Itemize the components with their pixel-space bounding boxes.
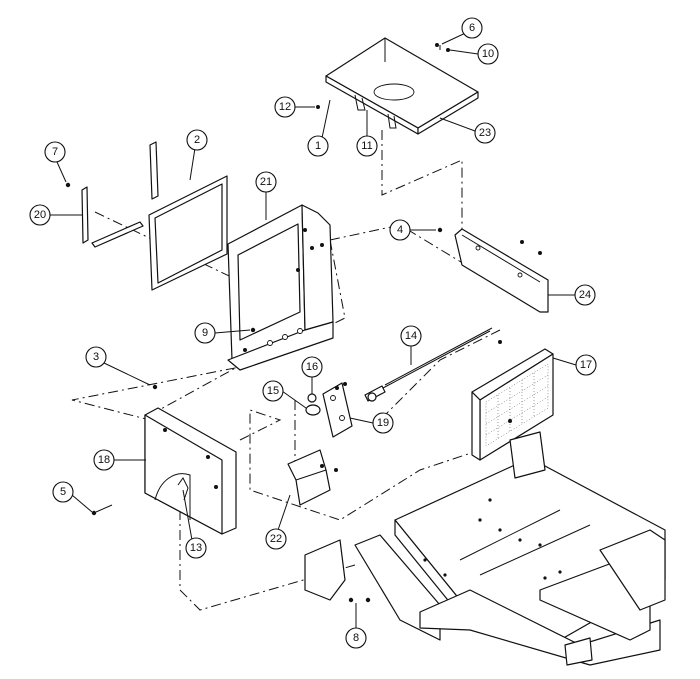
callout-9: 9	[194, 322, 216, 344]
callout-label: 19	[377, 417, 389, 429]
callout-label: 21	[260, 176, 272, 188]
callout-label: 9	[202, 327, 208, 339]
callout-7: 7	[44, 141, 66, 163]
callout-6: 6	[461, 17, 483, 39]
callout-20: 20	[29, 204, 51, 226]
callout-23: 23	[474, 122, 496, 144]
callout-13: 13	[185, 537, 207, 559]
side-rail-bracket	[454, 228, 549, 313]
callout-label: 10	[482, 48, 494, 60]
callout-4: 4	[389, 219, 411, 241]
side-strip-set	[81, 141, 159, 248]
perforated-panel	[471, 340, 554, 461]
callout-label: 24	[579, 289, 591, 301]
callout-3: 3	[85, 346, 107, 368]
callout-label: 6	[469, 22, 475, 34]
callout-label: 2	[194, 134, 200, 146]
callout-label: 18	[98, 454, 110, 466]
base-chassis-frame	[304, 431, 666, 666]
main-enclosure	[227, 204, 334, 371]
callout-label: 12	[279, 101, 291, 113]
callout-5: 5	[52, 481, 74, 503]
callout-10: 10	[477, 43, 499, 65]
callout-12: 12	[274, 96, 296, 118]
l-bracket	[287, 449, 338, 506]
top-cover-plate	[325, 37, 479, 135]
callout-22: 22	[265, 528, 287, 550]
callout-1: 1	[307, 135, 329, 157]
callout-label: 8	[353, 632, 359, 644]
callout-label: 5	[60, 486, 66, 498]
callout-16: 16	[301, 356, 323, 378]
knob-assembly	[305, 393, 321, 416]
callout-11: 11	[356, 135, 378, 157]
callout-label: 16	[306, 361, 318, 373]
callout-15: 15	[262, 380, 284, 402]
callout-18: 18	[93, 449, 115, 471]
callout-14: 14	[400, 325, 422, 347]
callout-label: 15	[267, 385, 279, 397]
side-door-panel	[144, 407, 237, 535]
callout-label: 1	[315, 140, 321, 152]
callout-label: 23	[479, 127, 491, 139]
mounting-plate	[322, 382, 353, 438]
callout-2: 2	[186, 129, 208, 151]
gasket-frame	[148, 175, 228, 291]
callout-label: 7	[52, 146, 58, 158]
callout-label: 4	[397, 224, 403, 236]
callout-label: 3	[93, 351, 99, 363]
control-cable	[364, 327, 493, 402]
callout-label: 22	[270, 533, 282, 545]
callout-21: 21	[255, 171, 277, 193]
callout-17: 17	[575, 354, 597, 376]
callout-24: 24	[574, 284, 596, 306]
callout-label: 14	[405, 330, 417, 342]
callout-label: 20	[34, 209, 46, 221]
callout-19: 19	[372, 412, 394, 434]
callout-label: 17	[580, 359, 592, 371]
fasteners	[65, 43, 450, 603]
callout-label: 13	[190, 542, 202, 554]
callout-8: 8	[345, 627, 367, 649]
callout-label: 11	[361, 140, 372, 152]
